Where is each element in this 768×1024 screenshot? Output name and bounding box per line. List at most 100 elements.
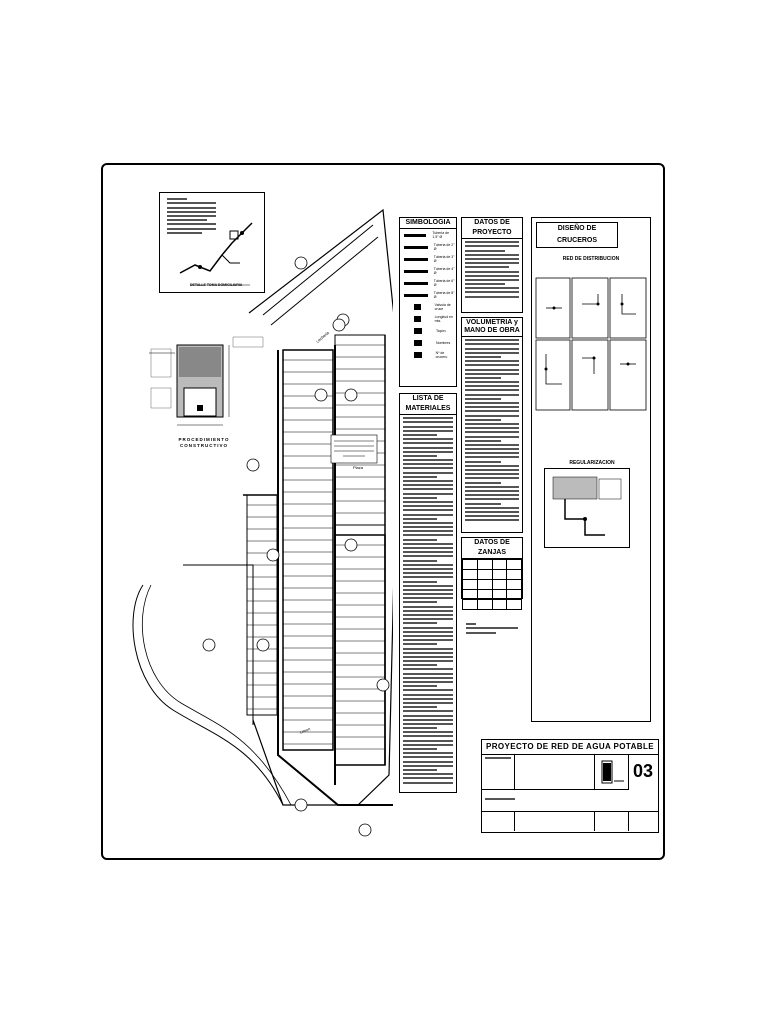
text-line: [465, 414, 519, 417]
legend-item: Tuberia de 1.5" Ø: [400, 229, 456, 241]
text-line: [403, 626, 453, 629]
legend-symbol: [414, 328, 422, 334]
text-line: [403, 664, 437, 667]
text-line: [465, 489, 519, 492]
materials-panel: LISTA DE MATERIALES: [399, 393, 457, 793]
text-line: [465, 485, 519, 488]
text-line: [403, 706, 437, 709]
text-line: [403, 471, 453, 474]
trenches-note: [463, 621, 521, 636]
text-line: [403, 588, 453, 591]
text-line: [403, 618, 453, 621]
logo-mark: [601, 760, 624, 784]
text-line: [465, 435, 519, 438]
text-line: [403, 496, 437, 499]
text-line: [403, 526, 453, 529]
text-line: [465, 502, 501, 505]
text-line: [465, 360, 519, 363]
text-line: [403, 760, 453, 763]
text-line: [403, 622, 437, 625]
text-line: [403, 576, 453, 579]
text-line: [403, 672, 453, 675]
text-line: [403, 605, 453, 608]
legend-label: Tuberia de 3" Ø: [433, 255, 455, 263]
text-line: [465, 452, 519, 455]
crossing-marker: [344, 538, 358, 552]
text-line: [403, 417, 453, 420]
drawing-sheet: DETALLE TOMA DOMICILIARIA PROCEDIMIENTO …: [101, 163, 665, 860]
text-line: [403, 488, 453, 491]
text-line: [403, 542, 453, 545]
text-line: [403, 681, 453, 683]
text-line: [403, 685, 437, 688]
crossing-marker: [376, 678, 390, 692]
text-line: [403, 513, 453, 516]
text-line: [403, 773, 453, 776]
crossing-marker: [256, 638, 270, 652]
text-line: [465, 460, 501, 463]
text-line: [403, 429, 453, 432]
text-line: [403, 480, 453, 482]
text-line: [403, 433, 437, 436]
text-line: [403, 454, 437, 457]
text-line: [465, 477, 519, 480]
crossings-subtitle: RED DE DISTRIBUCION: [562, 256, 620, 262]
text-line: [403, 727, 437, 730]
text-line: [403, 492, 453, 495]
text-line: [403, 530, 453, 533]
text-line: [403, 630, 453, 633]
text-line: [465, 406, 519, 409]
text-line: [465, 402, 519, 404]
volumetry-lines: [462, 339, 522, 522]
text-line: [403, 463, 453, 466]
crossings-panel: DISEÑO DE CRUCEROS RED DE DISTRIBUCION R…: [531, 217, 651, 722]
text-line: [465, 364, 519, 367]
text-line: [403, 438, 453, 441]
project-data-panel: DATOS DE PROYECTO: [461, 217, 523, 313]
text-line: [403, 521, 453, 524]
text-line: [465, 481, 501, 484]
text-line: [403, 475, 437, 478]
text-line: [403, 467, 453, 470]
detail-caption: DETALLE TOMA DOMICILIARIA: [190, 283, 243, 287]
crossing-marker: [202, 638, 216, 652]
text-line: [403, 693, 453, 696]
trenches-panel: DATOS DE ZANJAS: [461, 537, 523, 610]
crossings-title: DISEÑO DE CRUCEROS: [536, 222, 618, 248]
text-line: [465, 393, 519, 396]
title-block-body: 03: [482, 755, 658, 833]
crossing-marker: [344, 388, 358, 402]
crossing-marker: [332, 318, 346, 332]
legend-item: Valvula de cruce: [400, 301, 456, 313]
text-line: [465, 473, 519, 476]
text-line: [403, 500, 453, 503]
detail-notes: [164, 196, 219, 236]
text-line: [403, 748, 437, 750]
legend-symbol: [404, 257, 428, 261]
text-line: [465, 347, 519, 350]
text-line: [465, 494, 519, 497]
text-line: [403, 651, 453, 654]
legend-label: Tuberia de 6" Ø: [433, 279, 455, 287]
site-plan: [132, 208, 393, 837]
text-line: [465, 368, 519, 371]
text-line: [403, 601, 437, 604]
text-line: [403, 580, 437, 583]
text-line: [403, 450, 453, 453]
text-line: [465, 397, 501, 400]
text-line: [465, 443, 519, 446]
trench-section-drawing: [149, 336, 264, 426]
volumetry-title: VOLUMETRIA y MANO DE OBRA: [462, 318, 522, 337]
text-line: [403, 655, 453, 658]
text-line: [465, 372, 519, 375]
text-line: [403, 446, 453, 449]
text-line: [403, 547, 453, 549]
text-line: [403, 459, 453, 462]
text-line: [403, 639, 453, 642]
crossing-marker: [246, 458, 260, 472]
legend-symbol: [404, 269, 428, 273]
text-line: [465, 431, 519, 434]
text-line: [403, 567, 453, 570]
text-line: [403, 442, 453, 445]
text-line: [403, 668, 453, 671]
